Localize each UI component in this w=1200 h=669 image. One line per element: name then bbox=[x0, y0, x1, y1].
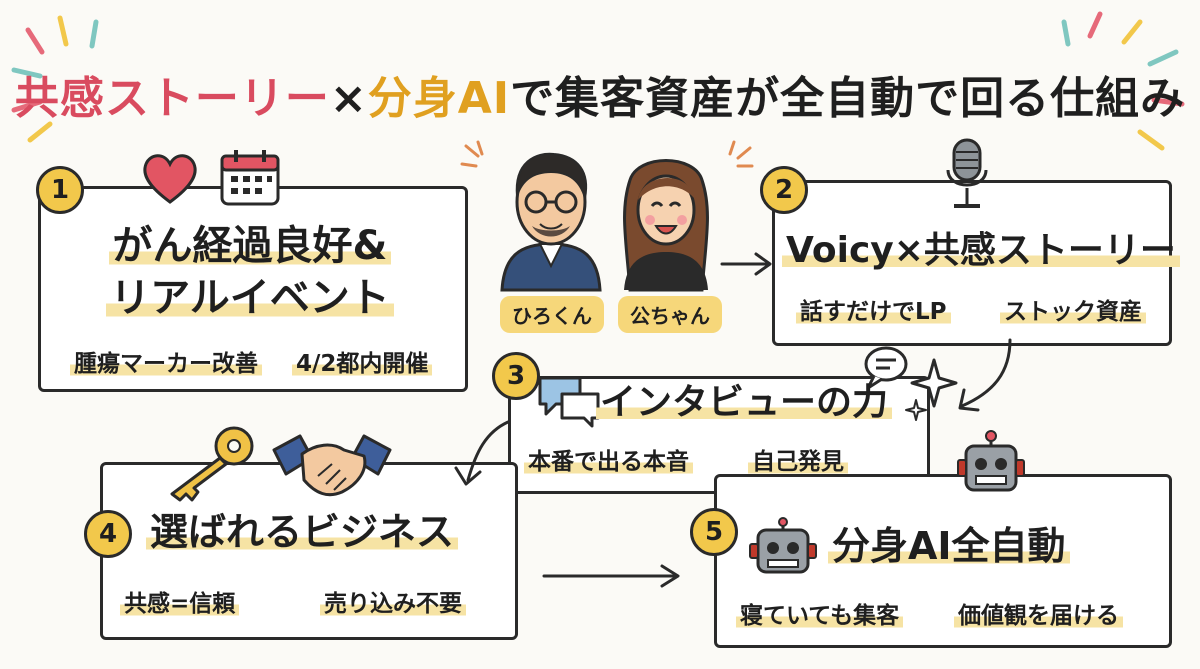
arrow-to-step-4 bbox=[454, 420, 510, 486]
step-3-number-badge: 3 bbox=[492, 352, 540, 400]
step-5-headline-text: 分身AI全自動 bbox=[828, 524, 1070, 568]
title-part-rest: で集客資産が全自動で回る仕組み bbox=[510, 73, 1186, 124]
step-3-headline-text: インタビューの力 bbox=[596, 382, 893, 423]
step-3-sub-2: 自己発見 bbox=[748, 442, 848, 476]
emphasis-lines-woman bbox=[728, 140, 754, 168]
step-1-number-badge: 1 bbox=[36, 166, 84, 214]
arrow-to-step-2 bbox=[720, 252, 772, 276]
robot-head-icon bbox=[957, 430, 1025, 492]
step-1-sub-1: 腫瘍マーカー改善 bbox=[70, 344, 262, 378]
step-1-headline: がん経過良好& リアルイベント bbox=[48, 220, 452, 324]
handshake-icon bbox=[272, 434, 392, 497]
step-2-number-badge: 2 bbox=[760, 166, 808, 214]
title-part-ai: 分身AI bbox=[367, 73, 511, 124]
robot-icon bbox=[749, 517, 817, 574]
step-5-sub-2: 価値観を届ける bbox=[954, 596, 1123, 630]
step-1-headline-line-2: リアルイベント bbox=[106, 275, 394, 321]
calendar-icon bbox=[220, 150, 280, 206]
woman-name-tag: 公ちゃん bbox=[618, 296, 722, 333]
emphasis-lines-man bbox=[460, 140, 484, 168]
arrow-to-step-3 bbox=[958, 338, 1012, 412]
man-avatar-icon bbox=[500, 152, 602, 292]
step-2-headline: Voicy×共感ストーリー bbox=[782, 228, 1180, 274]
chat-bubbles-icon bbox=[538, 376, 600, 428]
step-3-sub-1: 本番で出る本音 bbox=[524, 442, 693, 476]
step-1-headline-line-1: がん経過良好& bbox=[108, 223, 392, 269]
key-icon bbox=[170, 426, 254, 502]
step-3-headline: インタビューの力 bbox=[596, 380, 896, 426]
step-5-number-badge: 5 bbox=[690, 508, 738, 556]
microphone-icon bbox=[946, 138, 988, 208]
heart-icon bbox=[143, 154, 197, 204]
step-2-sub-2: ストック資産 bbox=[1000, 292, 1146, 326]
title-separator: × bbox=[329, 73, 368, 124]
step-2-headline-text: Voicy×共感ストーリー bbox=[782, 230, 1180, 271]
man-name-tag: ひろくん bbox=[500, 296, 604, 333]
sparkle-icon bbox=[905, 358, 958, 421]
woman-avatar-icon bbox=[623, 159, 709, 292]
step-1-sub-2: 4/2都内開催 bbox=[292, 344, 433, 378]
step-2-sub-1: 話すだけでLP bbox=[796, 292, 951, 326]
step-4-headline-text: 選ばれるビジネス bbox=[146, 510, 459, 554]
step-4-sub-1: 共感=信頼 bbox=[120, 584, 240, 618]
step-4-headline: 選ばれるビジネス bbox=[146, 508, 496, 556]
step-4-sub-2: 売り込み不要 bbox=[320, 584, 466, 618]
page-title: 共感ストーリー×分身AIで集客資産が全自動で回る仕組み bbox=[0, 62, 1200, 126]
title-part-story: 共感ストーリー bbox=[14, 73, 330, 124]
step-5-headline: 分身AI全自動 bbox=[828, 522, 1148, 570]
step-4-number-badge: 4 bbox=[84, 510, 132, 558]
step-5-sub-1: 寝ていても集客 bbox=[736, 596, 904, 630]
arrow-to-step-5 bbox=[542, 564, 680, 588]
